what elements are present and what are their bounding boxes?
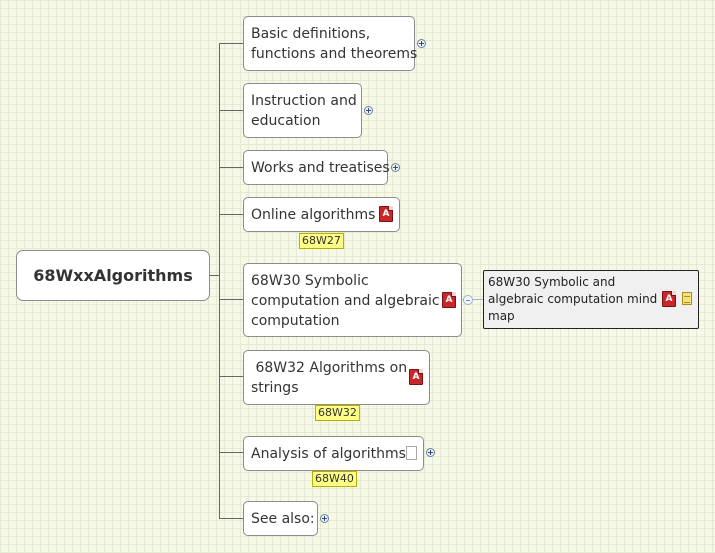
topic-label: See also: [251, 511, 315, 527]
label-tag: 68W27 [299, 233, 344, 249]
topic-basic-definitions[interactable]: Basic definitions, functions and theorem… [243, 16, 418, 71]
topic-label: 68W32 Algorithms on strings [251, 360, 408, 396]
topic-label: Online algorithms [251, 207, 376, 223]
expand-plus-icon[interactable] [320, 514, 329, 523]
topic-label: Instruction and education [251, 93, 357, 129]
note-icon[interactable] [682, 292, 692, 305]
pdf-attachment-icon[interactable]: A [409, 369, 423, 385]
topic-analysis-of-algorithms[interactable]: Analysis of algorithms [243, 436, 424, 471]
central-topic-title: 68WxxAlgorithms [33, 266, 193, 285]
topic-instruction-education[interactable]: Instruction and education [243, 83, 362, 138]
topic-label: Basic definitions, functions and theorem… [251, 26, 418, 62]
subtopic-label: 68W30 Symbolic and algebraic computation… [488, 275, 658, 323]
expand-plus-icon[interactable] [391, 163, 400, 172]
central-topic[interactable]: 68WxxAlgorithms [16, 250, 210, 301]
topic-algorithms-on-strings[interactable]: 68W32 Algorithms on strings A [243, 350, 430, 405]
pdf-attachment-icon[interactable]: A [442, 292, 456, 308]
expand-plus-icon[interactable] [426, 448, 435, 457]
pdf-attachment-icon[interactable]: A [662, 291, 676, 307]
topic-online-algorithms[interactable]: Online algorithms A [243, 197, 400, 232]
topic-label: Works and treatises [251, 160, 390, 176]
topic-symbolic-computation[interactable]: 68W30 Symbolic computation and algebraic… [243, 263, 462, 337]
topic-label: 68W30 Symbolic computation and algebraic… [251, 273, 440, 329]
topic-works-treatises[interactable]: Works and treatises [243, 150, 390, 185]
expand-plus-icon[interactable] [417, 39, 426, 48]
topic-see-also[interactable]: See also: [243, 501, 318, 536]
collapse-minus-icon[interactable] [463, 295, 473, 305]
label-tag: 68W40 [312, 471, 357, 487]
subtopic-mind-map[interactable]: 68W30 Symbolic and algebraic computation… [483, 270, 699, 329]
topic-label: Analysis of algorithms [251, 446, 406, 462]
pdf-attachment-icon[interactable]: A [379, 206, 393, 222]
expand-plus-icon[interactable] [364, 106, 373, 115]
document-icon[interactable] [406, 446, 417, 460]
label-tag: 68W32 [315, 405, 360, 421]
